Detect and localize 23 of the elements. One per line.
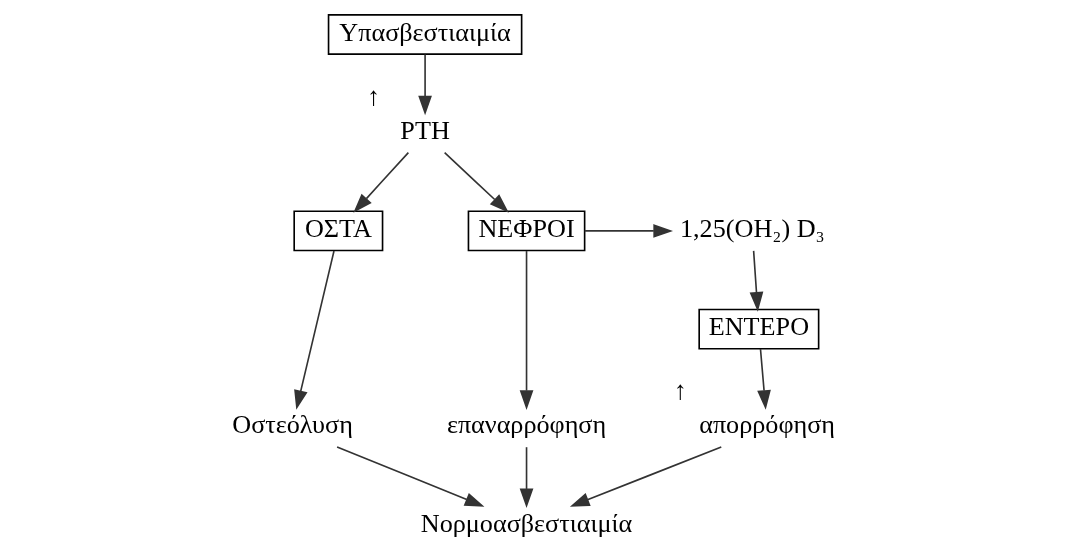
- arrow: [443, 151, 509, 213]
- arrow: [293, 250, 335, 410]
- arrow: [569, 446, 722, 507]
- node-text: Οστεόλυση: [231, 410, 353, 440]
- arrow: [583, 224, 673, 238]
- arrow: [352, 151, 409, 213]
- node-label: ↑: [673, 376, 687, 406]
- node-text: απορρόφηση: [698, 410, 835, 440]
- node-text: επαναρρόφηση: [446, 410, 606, 440]
- node-label: ↑: [366, 81, 380, 111]
- node-text: Νορμοασβεστιαιμία: [420, 508, 632, 538]
- arrow: [756, 348, 771, 410]
- node-box: ΝΕΦΡΟΙ: [467, 210, 585, 252]
- node-text: 1,25(OH₂) D₃: [679, 214, 825, 244]
- node-box: ΕΝΤΕΡΟ: [697, 308, 819, 350]
- arrow: [749, 250, 763, 312]
- node-box: Υπασβεστιαιμία: [327, 14, 522, 55]
- arrow: [519, 250, 533, 410]
- node-text: PTH: [399, 115, 450, 145]
- arrow: [519, 446, 533, 509]
- arrow: [417, 53, 432, 116]
- node-box: ΟΣΤΑ: [292, 210, 383, 252]
- arrow: [335, 446, 484, 507]
